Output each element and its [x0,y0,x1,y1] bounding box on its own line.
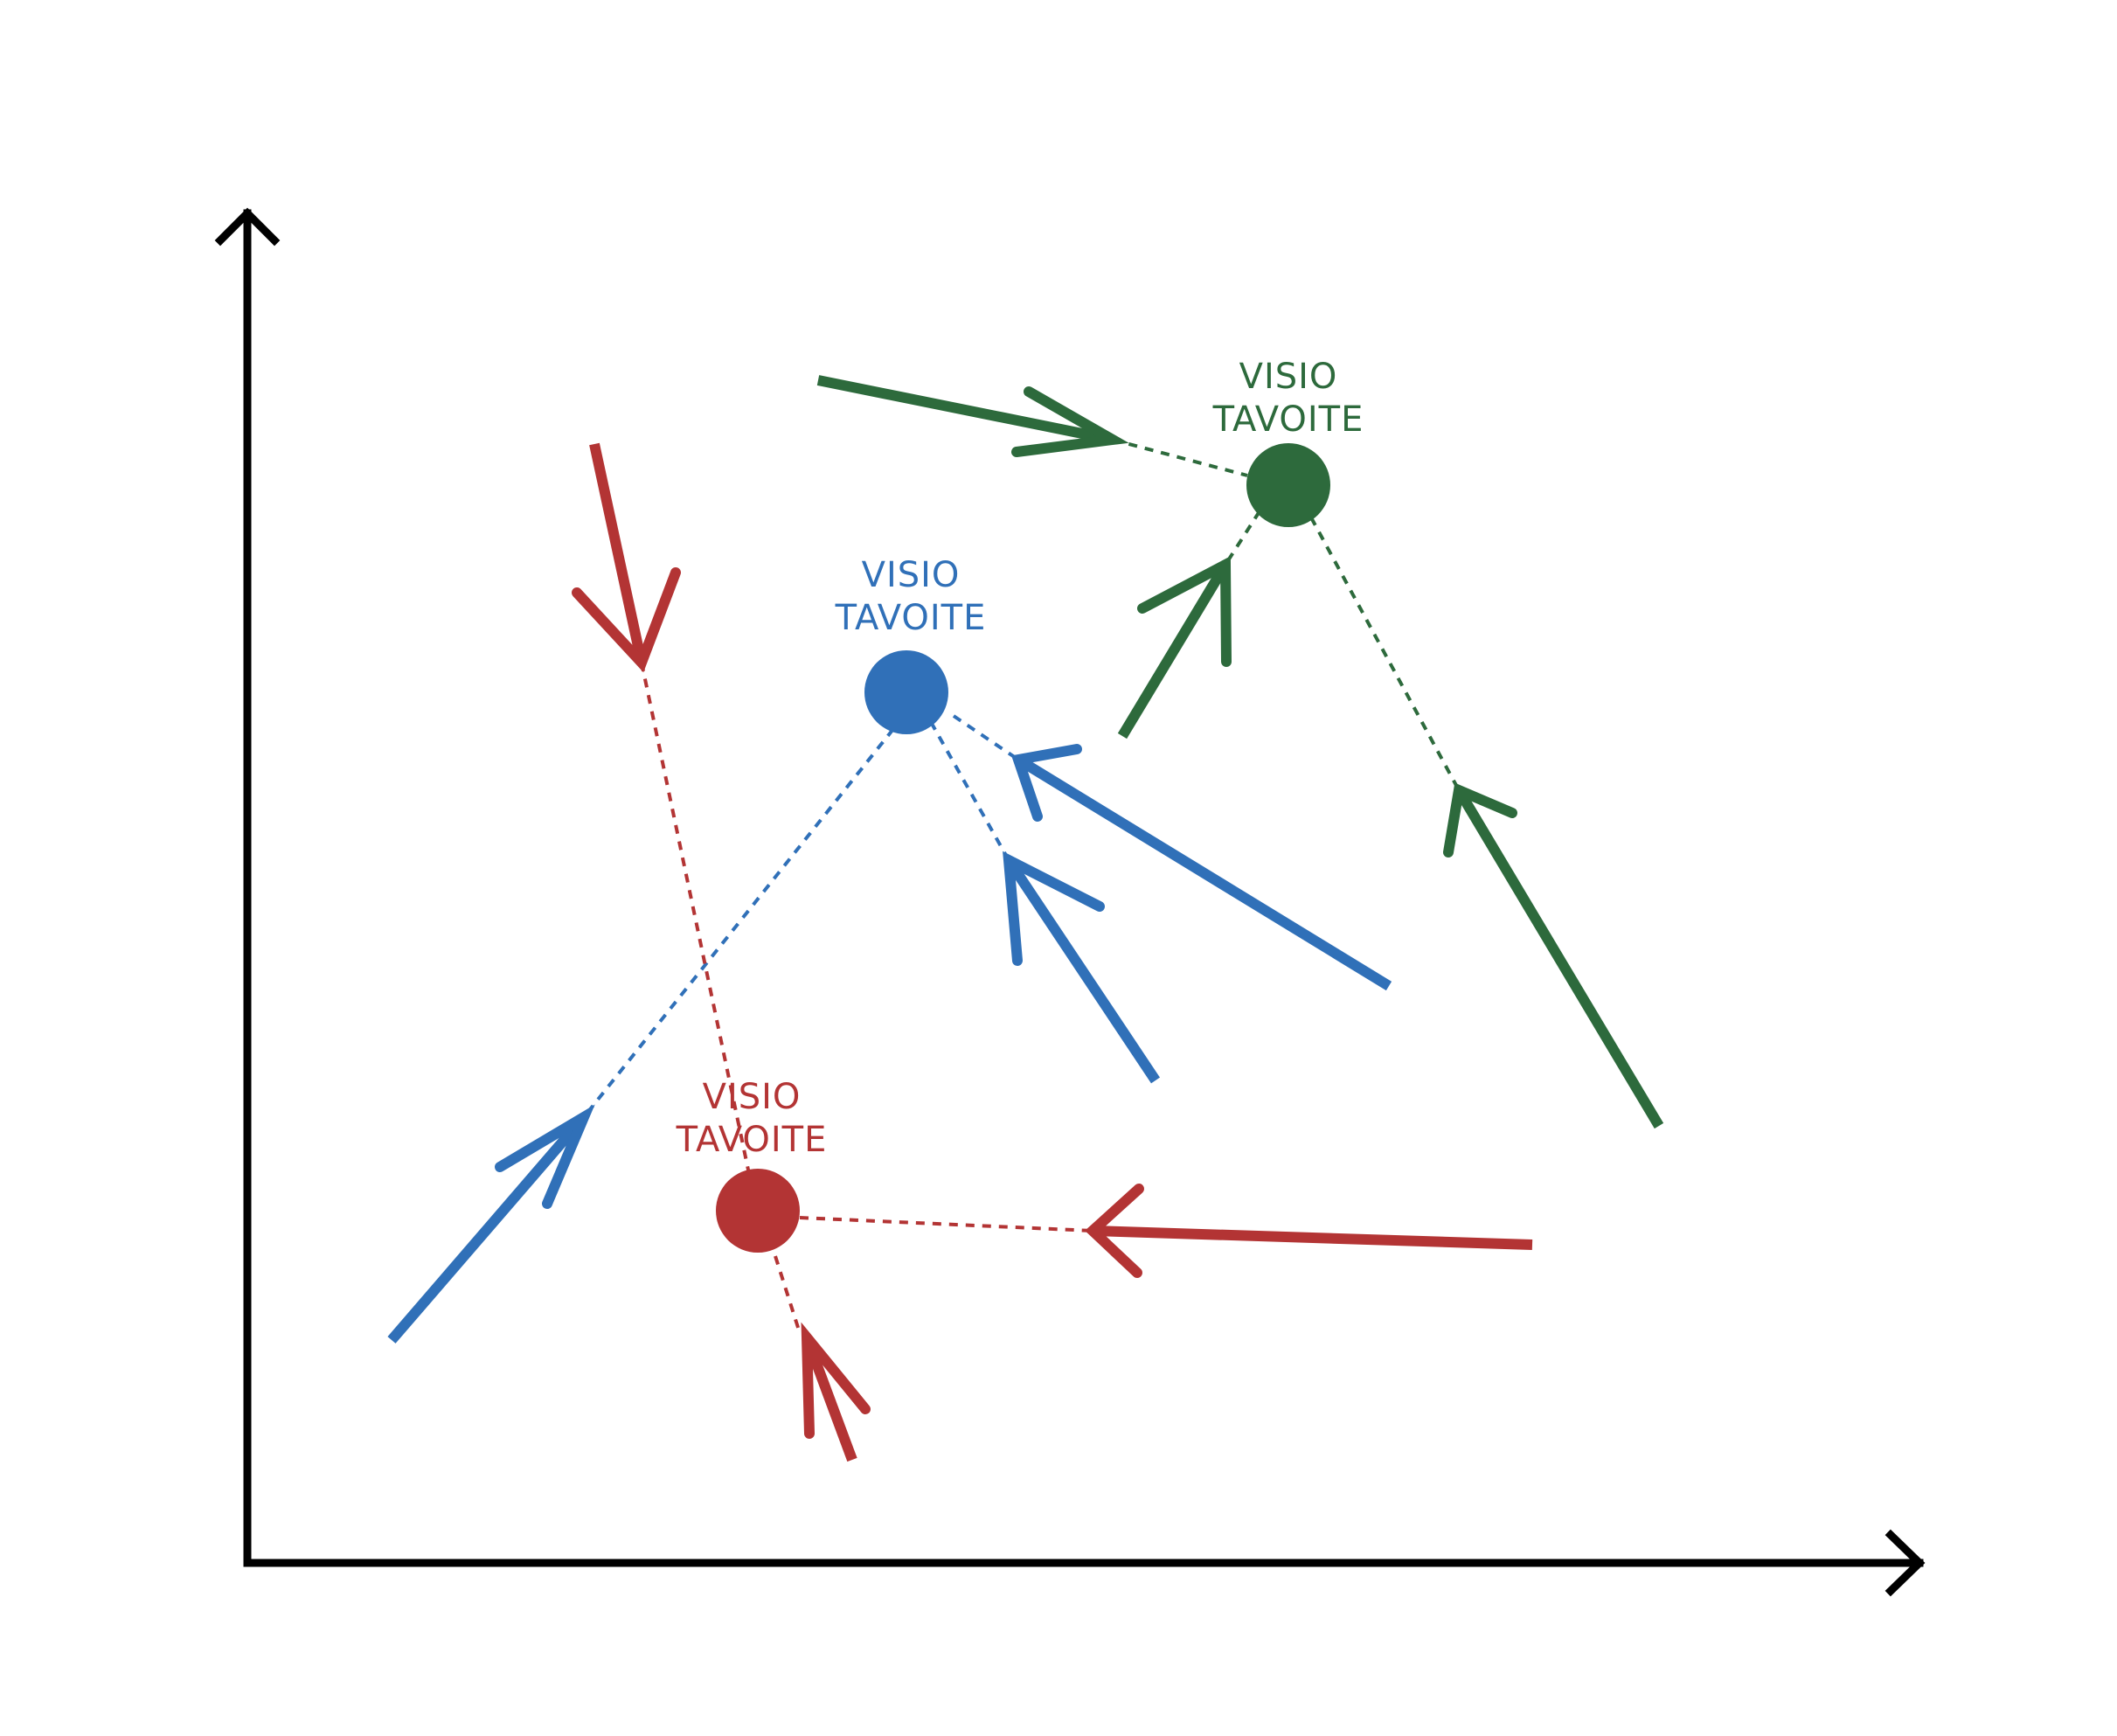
blue-goal-label-line2: TAVOITE [835,598,987,638]
blue-arrows [387,744,1392,1344]
blue-connector-3 [952,714,1020,761]
goal-points [716,443,1330,1253]
red-arrow-bottom-head [801,1322,871,1439]
red-arrow-top [589,442,647,664]
red-connector-2 [799,1216,1093,1233]
blue-goal-point [864,650,948,734]
blue-arrow-bottom-left [387,1114,588,1344]
red-arrow-top-head [572,567,681,673]
blue-arrow-middle [1004,857,1160,1084]
blue-connector-2 [929,721,1010,861]
connector-lines [582,438,1461,1334]
blue-connector-1 [582,727,895,1119]
red-arrow-right [1092,1226,1533,1250]
red-arrow-bottom [802,1335,857,1462]
green-arrow-top-head [1011,386,1129,457]
red-connector-3 [774,1255,802,1334]
red-goal-point [716,1169,800,1253]
green-arrow-right [1454,787,1664,1129]
green-arrow-top [816,375,1114,445]
green-connector-1 [1112,438,1248,477]
blue-arrow-right-head [1011,744,1082,822]
blue-goal-label-line1: VISIO [862,555,961,595]
green-arrows [816,375,1664,1129]
green-connector-2 [1224,510,1261,566]
axes [214,207,1926,1597]
green-arrow-left [1117,561,1231,740]
red-goal-label-line2: TAVOITE [676,1120,828,1160]
green-goal-point [1246,443,1330,527]
blue-arrow-right [1015,754,1392,991]
red-arrows [572,442,1533,1462]
green-arrow-left-head [1137,556,1232,667]
red-connector-1 [640,662,751,1175]
x-axis-arrowhead [1884,1529,1926,1597]
red-goal-label-line1: VISIO [703,1077,802,1117]
green-connector-3 [1309,517,1461,791]
blue-arrow-bottom-left-head [495,1104,595,1209]
red-arrow-right-head [1085,1184,1144,1278]
blue-arrow-middle-head [1003,851,1105,966]
y-axis-arrowhead [214,207,281,247]
green-goal-label-line1: VISIO [1239,357,1338,397]
green-arrow-right-head [1443,782,1517,858]
goal-labels: VISIO TAVOITE VISIO TAVOITE VISIO TAVOIT… [676,357,1364,1160]
green-goal-label-line2: TAVOITE [1212,399,1364,440]
